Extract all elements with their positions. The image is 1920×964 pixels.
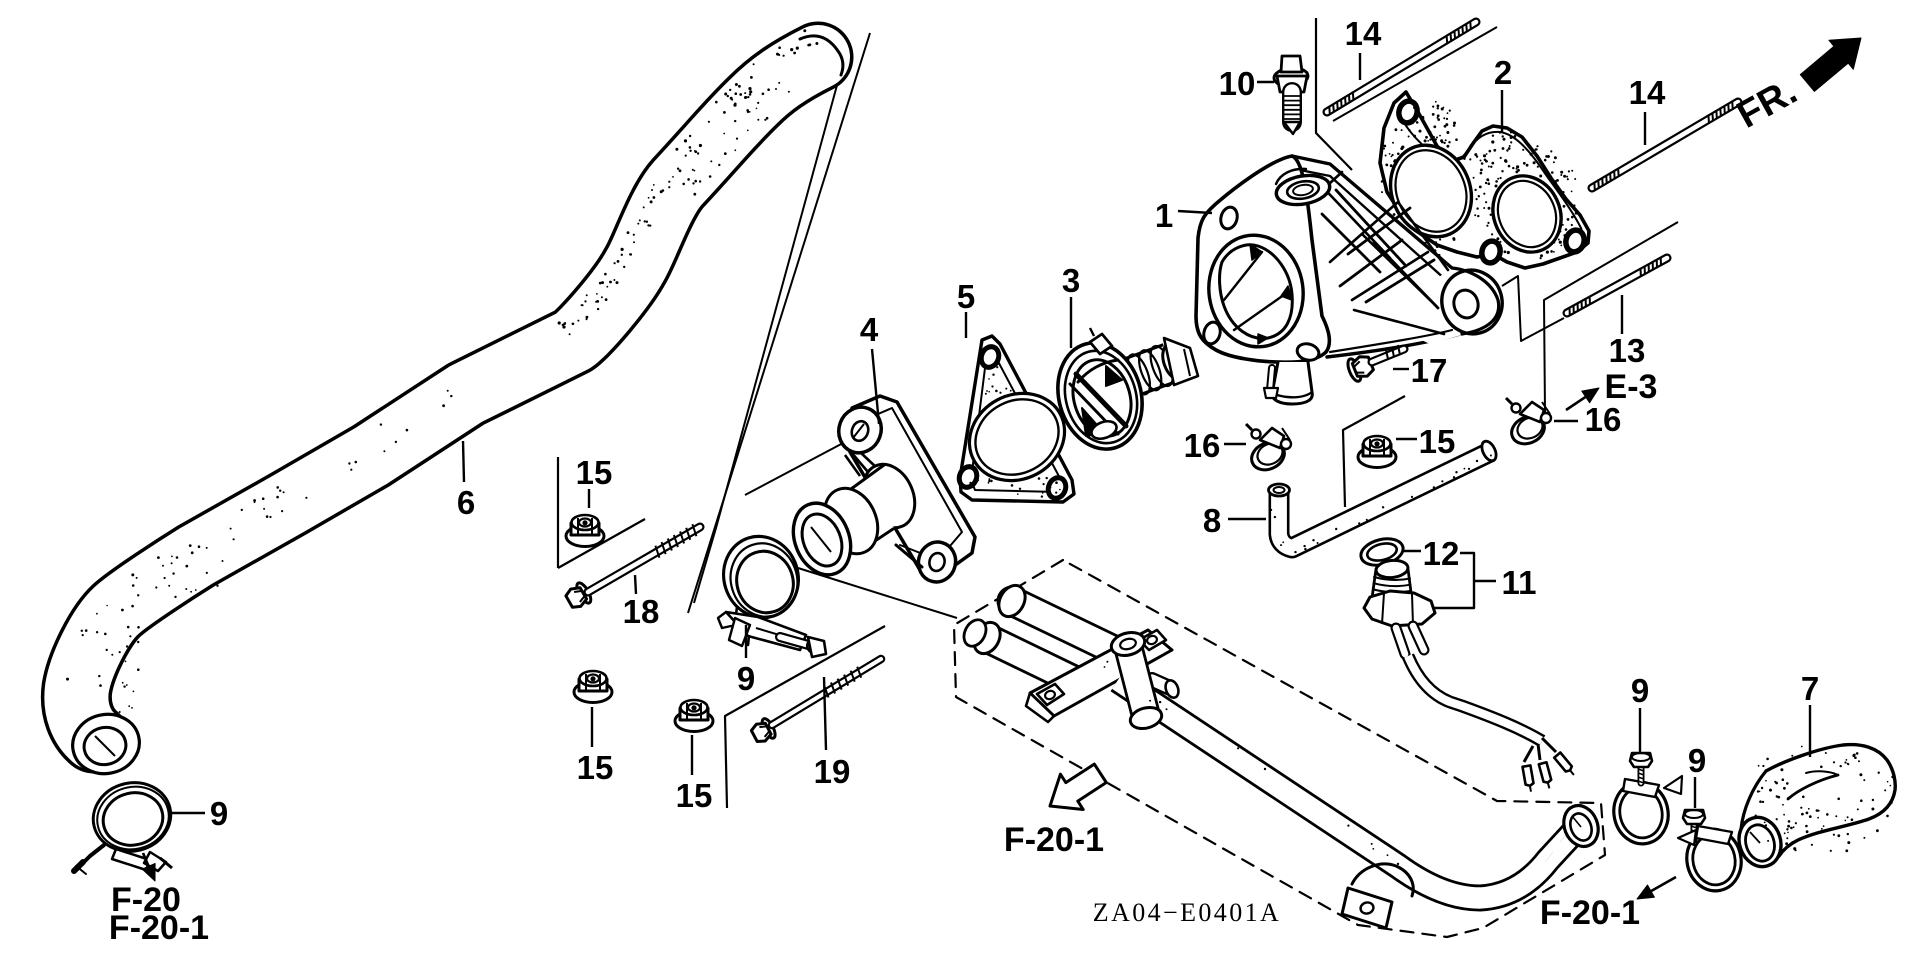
svg-text:15: 15 [676,777,713,814]
svg-text:8: 8 [1203,502,1221,539]
svg-text:16: 16 [1585,401,1622,438]
svg-text:9: 9 [210,795,228,832]
svg-text:9: 9 [1688,742,1706,779]
svg-text:12: 12 [1423,535,1460,572]
svg-text:15: 15 [576,454,613,491]
svg-text:6: 6 [457,484,475,521]
svg-text:14: 14 [1629,74,1666,111]
svg-text:3: 3 [1062,262,1080,299]
svg-text:15: 15 [1419,423,1456,460]
svg-text:17: 17 [1411,352,1448,389]
svg-text:5: 5 [957,278,975,315]
svg-text:18: 18 [623,593,660,630]
svg-text:10: 10 [1219,65,1256,102]
svg-text:1: 1 [1155,197,1173,234]
svg-text:E-3: E-3 [1605,368,1658,406]
svg-text:7: 7 [1801,670,1819,707]
svg-text:11: 11 [1502,564,1537,601]
svg-text:2: 2 [1494,54,1512,91]
svg-text:F-20-1: F-20-1 [109,909,209,947]
svg-text:9: 9 [737,660,755,697]
svg-text:15: 15 [577,749,614,786]
svg-text:ZA04−E0401A: ZA04−E0401A [1093,898,1281,927]
svg-text:14: 14 [1345,15,1382,52]
svg-text:19: 19 [814,753,851,790]
svg-text:4: 4 [860,311,879,348]
svg-text:9: 9 [1631,672,1649,709]
svg-text:16: 16 [1184,427,1221,464]
svg-text:F-20-1: F-20-1 [1540,894,1640,932]
svg-text:13: 13 [1609,332,1646,369]
svg-text:F-20-1: F-20-1 [1004,821,1104,859]
